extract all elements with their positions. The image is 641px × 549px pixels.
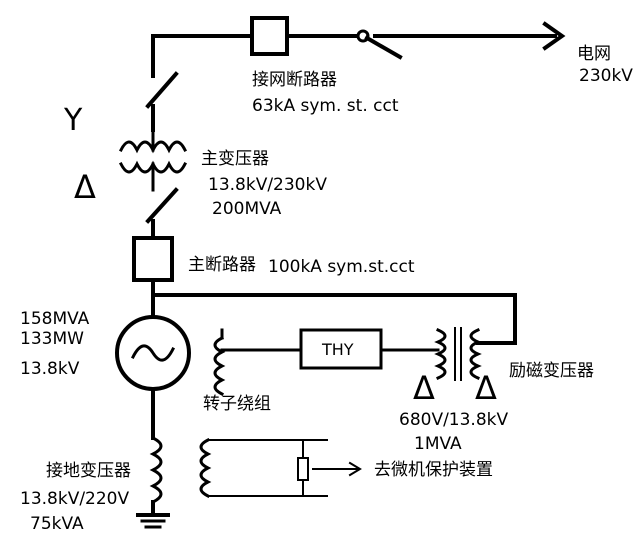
main-xfmr-ratio: 13.8kV/230kV [208, 175, 327, 195]
main-xfmr-rating: 200MVA [212, 199, 282, 219]
main-xfmr-lv-switch-blade [145, 187, 179, 224]
thyristor-label: THY [322, 340, 354, 359]
exc-xfmr-left-winding [434, 328, 447, 380]
exc-xfmr-left-symbol: Δ [413, 369, 435, 407]
exc-xfmr-ratio: 680V/13.8kV [399, 410, 509, 430]
grid-arrow-head [542, 21, 566, 51]
grounding-xfmr-name: 接地变压器 [46, 461, 131, 481]
exc-xfmr-rating: 1MVA [414, 434, 462, 454]
main-xfmr-name: 主变压器 [201, 149, 269, 169]
grid-voltage: 230kV [579, 66, 633, 86]
exc-xfmr-name: 励磁变压器 [509, 361, 594, 381]
protection-arrow-head [348, 461, 362, 477]
main-breaker-name: 主断路器 [188, 255, 256, 275]
exc-xfmr-right-symbol: Δ [475, 369, 497, 407]
rotor-winding [213, 335, 226, 397]
grid-name: 电网 [577, 44, 611, 64]
generator-real-power: 133MW [20, 329, 84, 349]
main-xfmr-hv-switch-blade [145, 71, 179, 109]
grounding-xfmr-rating: 75kVA [30, 514, 84, 534]
grounding-xfmr-winding [149, 435, 163, 505]
grounding-xfmr-secondary [199, 437, 212, 499]
grid-disconnect-pivot [356, 29, 370, 43]
main-xfmr-hv-symbol: Y [64, 103, 83, 138]
grid-breaker-box [250, 16, 289, 56]
grounding-xfmr-ratio: 13.8kV/220V [20, 489, 130, 509]
generator-voltage: 13.8kV [20, 359, 80, 379]
grid-disconnect-blade [364, 35, 403, 60]
main-breaker-box [132, 236, 174, 282]
exc-xfmr-right-winding [469, 328, 482, 380]
generator-sine [130, 344, 176, 362]
main-xfmr-lv-symbol: Δ [74, 168, 96, 206]
rotor-winding-name: 转子绕组 [203, 394, 271, 414]
main-breaker-rating: 100kA sym.st.cct [268, 257, 415, 277]
hv-bus-line [151, 34, 254, 78]
excitation-supply-line [151, 293, 517, 345]
protection-destination: 去微机保护装置 [374, 460, 493, 480]
generator-apparent-power: 158MVA [20, 309, 90, 329]
grid-breaker-name: 接网断路器 [252, 70, 337, 90]
grid-breaker-rating: 63kA sym. st. cct [252, 96, 399, 116]
load-resistor [297, 457, 309, 481]
